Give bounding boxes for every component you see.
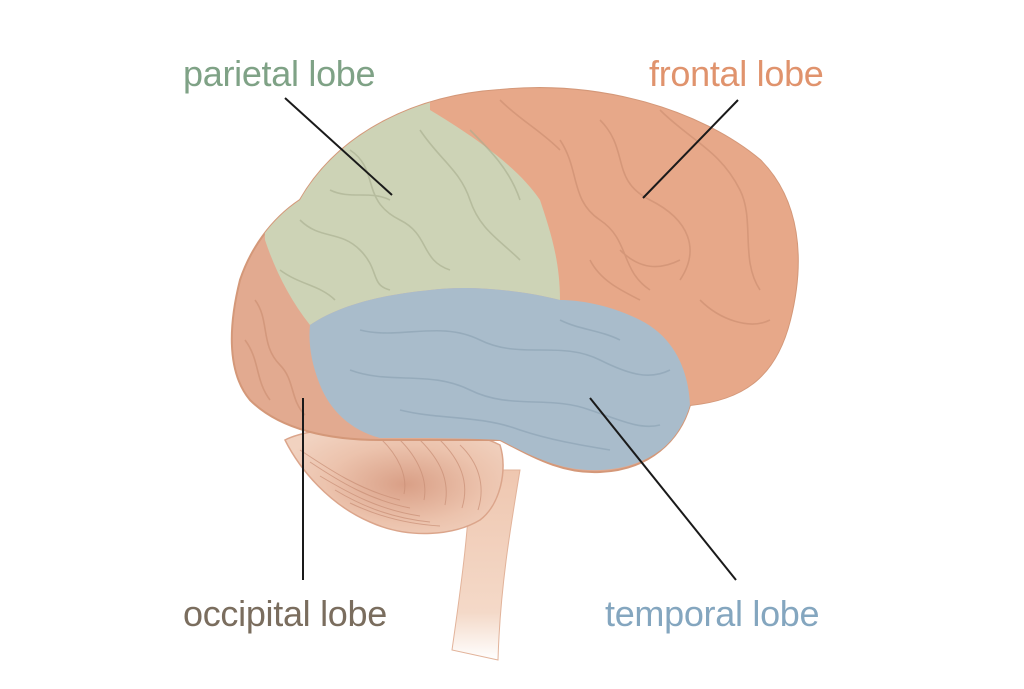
temporal-lobe-region	[309, 288, 690, 471]
temporal-leader-line	[589, 397, 737, 581]
leader-lines	[284, 97, 739, 581]
parietal-leader-line	[284, 97, 393, 196]
parietal-lobe-label: parietal lobe	[183, 53, 376, 94]
frontal-lobe-label: frontal lobe	[649, 53, 824, 94]
frontal-leader-line	[642, 99, 739, 199]
occipital-lobe-label: occipital lobe	[183, 593, 387, 634]
temporal-lobe-label: temporal lobe	[605, 593, 820, 634]
